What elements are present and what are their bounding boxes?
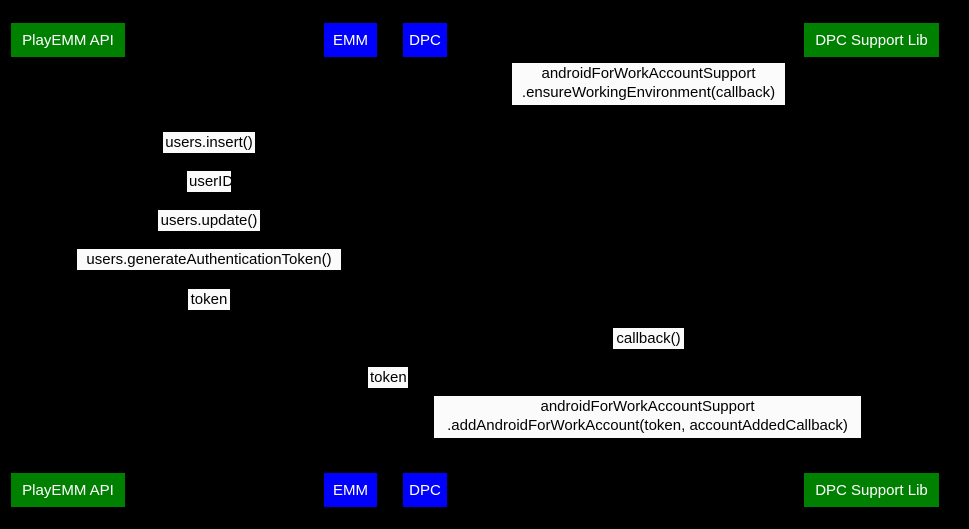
participant-emm-bottom[interactable]: EMM [324, 473, 377, 507]
message-text: users.update() [160, 212, 258, 229]
message-label-userid: userID [187, 171, 234, 192]
participant-label: EMM [333, 481, 368, 499]
participant-label: DPC [409, 481, 441, 499]
participant-playemm-api-top[interactable]: PlayEMM API [11, 23, 125, 57]
lifeline-playemm-api [67, 57, 68, 473]
lifeline-dpc [424, 57, 425, 473]
message-label-token-to-emm: token [188, 289, 230, 310]
message-text: userID [189, 173, 234, 190]
message-label-line1: androidForWorkAccountSupport [540, 398, 755, 415]
participant-label: DPC [409, 31, 441, 49]
lifeline-emm [350, 57, 351, 473]
message-label-ensure-working-environment: androidForWorkAccountSupport .ensureWorki… [512, 63, 785, 105]
participant-dpc-support-lib-top[interactable]: DPC Support Lib [804, 23, 939, 57]
message-text: users.generateAuthenticationToken() [86, 251, 332, 268]
participant-label: PlayEMM API [22, 31, 114, 49]
message-label-generate-authentication-token: users.generateAuthenticationToken() [77, 249, 341, 270]
message-text: callback() [616, 330, 681, 347]
message-label-token-to-dpc: token [368, 367, 408, 388]
message-label-line2: .addAndroidForWorkAccount(token, account… [447, 417, 848, 434]
participant-label: DPC Support Lib [815, 481, 928, 499]
participant-dpc-support-lib-bottom[interactable]: DPC Support Lib [804, 473, 939, 507]
participant-dpc-bottom[interactable]: DPC [403, 473, 447, 507]
participant-emm-top[interactable]: EMM [324, 23, 377, 57]
participant-playemm-api-bottom[interactable]: PlayEMM API [11, 473, 125, 507]
message-label-line1: androidForWorkAccountSupport [541, 65, 756, 82]
message-label-callback: callback() [613, 328, 684, 349]
participant-dpc-top[interactable]: DPC [403, 23, 447, 57]
participant-label: PlayEMM API [22, 481, 114, 499]
message-text: users.insert() [165, 134, 253, 151]
message-label-add-android-for-work-account: androidForWorkAccountSupport .addAndroidF… [434, 396, 861, 438]
participant-label: DPC Support Lib [815, 31, 928, 49]
lifeline-dpc-support-lib [871, 57, 872, 473]
message-label-line2: .ensureWorkingEnvironment(callback) [521, 84, 776, 101]
message-label-users-update: users.update() [158, 210, 260, 231]
message-label-users-insert: users.insert() [163, 132, 255, 153]
message-text: token [370, 369, 407, 386]
message-text: token [190, 291, 228, 308]
participant-label: EMM [333, 31, 368, 49]
